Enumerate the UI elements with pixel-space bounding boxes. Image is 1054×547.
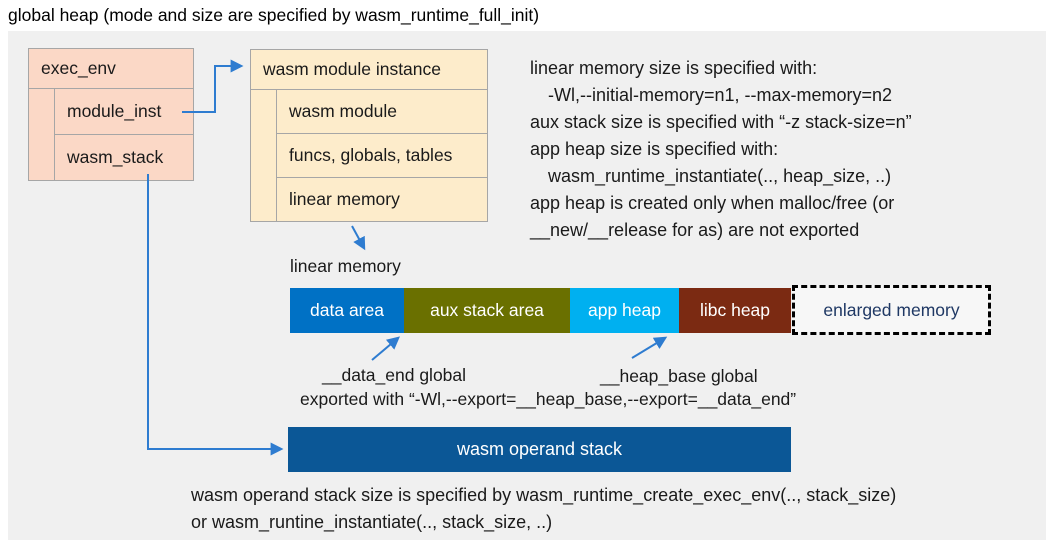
note-line: wasm_runtime_instantiate(.., heap_size, …: [548, 166, 892, 186]
note-line: app heap size is specified with:: [530, 139, 779, 159]
notes-right: linear memory size is specified with: -W…: [530, 55, 912, 244]
module-instance-box: wasm module instance wasm module funcs, …: [250, 49, 488, 222]
note-line: aux stack size is specified with “-z sta…: [530, 112, 912, 132]
page-title: global heap (mode and size are specified…: [8, 5, 540, 25]
module-instance-row-linear-memory: linear memory: [276, 177, 487, 221]
exec-env-box: exec_env module_inst wasm_stack: [28, 48, 194, 181]
note-line: -Wl,--initial-memory=n1, --max-memory=n2: [548, 85, 893, 105]
notes-bottom: wasm operand stack size is specified by …: [191, 482, 896, 536]
note-line: or wasm_runtine_instantiate(.., stack_si…: [191, 512, 553, 532]
module-instance-rows: wasm module funcs, globals, tables linea…: [276, 90, 487, 221]
module-instance-header: wasm module instance: [251, 50, 487, 90]
segment-data-area: data area: [290, 288, 404, 333]
exec-env-row-module-inst: module_inst: [54, 89, 193, 134]
segment-libc-heap: libc heap: [679, 288, 791, 333]
module-instance-row-funcs-globals-tables: funcs, globals, tables: [276, 133, 487, 177]
note-line: __new/__release for as) are not exported: [530, 220, 860, 240]
module-instance-row-wasm-module: wasm module: [276, 90, 487, 133]
segment-app-heap: app heap: [570, 288, 679, 333]
note-line: wasm operand stack size is specified by …: [191, 485, 897, 505]
exec-env-rows: module_inst wasm_stack: [54, 89, 193, 180]
segment-aux-stack-area: aux stack area: [404, 288, 570, 333]
note-line: app heap is created only when malloc/fre…: [530, 193, 895, 213]
wasm-operand-stack-bar: wasm operand stack: [288, 427, 791, 472]
exec-env-row-wasm-stack: wasm_stack: [54, 134, 193, 180]
data-end-global-label: __data_end global: [322, 365, 467, 385]
linear-memory-bar: data area aux stack area app heap libc h…: [290, 288, 791, 333]
note-line: linear memory size is specified with:: [530, 58, 818, 78]
exported-with-label: exported with “-Wl,--export=__heap_base,…: [300, 389, 797, 409]
heap-base-global-label: __heap_base global: [600, 366, 758, 386]
linear-memory-label: linear memory: [290, 256, 401, 276]
segment-enlarged-memory: enlarged memory: [792, 285, 991, 335]
exec-env-header: exec_env: [29, 49, 193, 89]
